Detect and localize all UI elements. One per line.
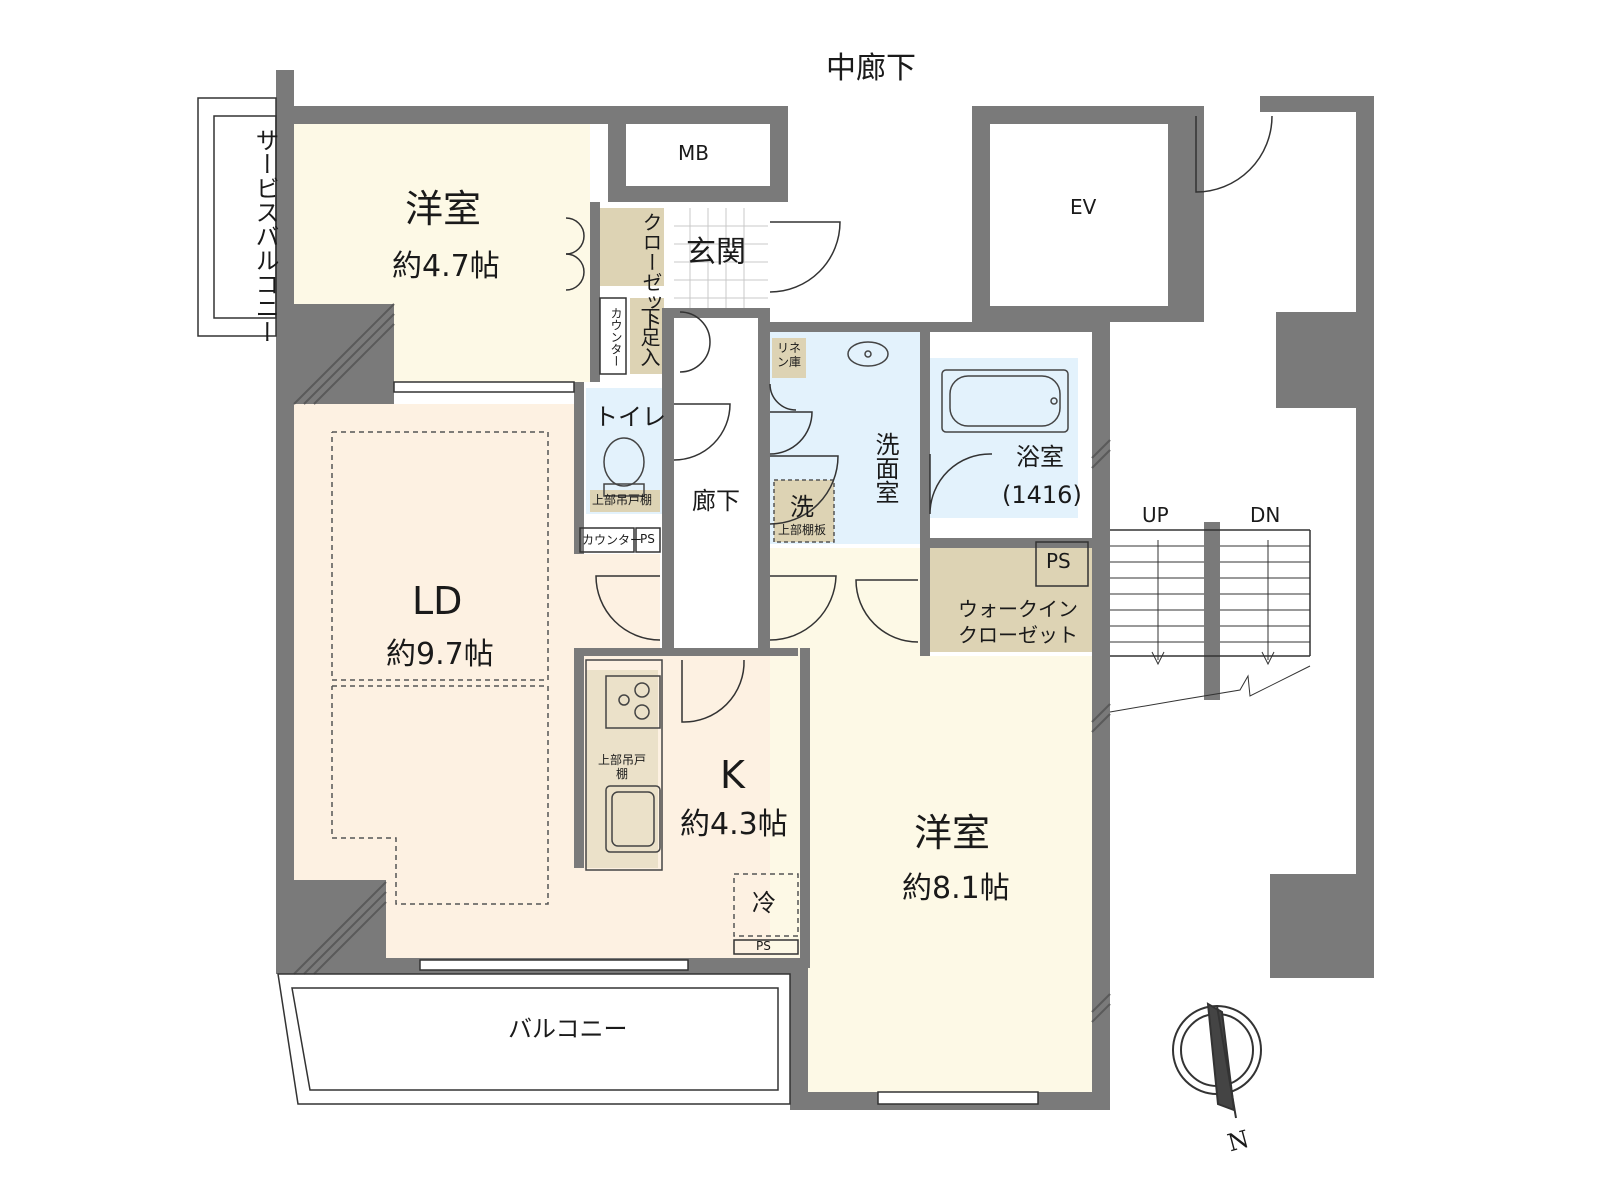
entrance-tile-grid [674,208,768,308]
kitchen-shelf-fill [586,670,658,868]
kitchen-name: K [720,753,745,797]
corridor-top-label: 中廊下 [826,51,916,86]
closet-label: クローゼット [639,212,663,332]
bath-name: 浴室 [1016,443,1064,471]
western-room-2-area: 約8.1帖 [902,871,1010,906]
washer-label: 洗 [790,493,814,521]
hallway-label: 廊下 [692,487,740,515]
ev-label: EV [1070,195,1097,219]
kitchen-area: 約4.3帖 [680,807,788,842]
walkin-label-line2: クローゼット [958,623,1078,647]
washer-shelf-label: 上部棚板 [778,523,827,537]
bath-fill [930,358,1078,518]
sink-icon [847,341,889,367]
stove-icon [605,675,661,729]
bathtub-icon [941,369,1069,433]
western-room-1-area: 約4.7帖 [392,249,500,284]
stairs-up-label: UP [1142,503,1169,527]
counter-2-label: カウンター [582,533,643,547]
toilet-icon [603,437,645,497]
western-room-2-name: 洋室 [914,811,991,855]
balcony-label: バルコニー [508,1015,628,1043]
compass-icon [1172,1002,1262,1119]
counter-1-label: カウンター [609,307,623,367]
closet-fill [598,208,664,286]
fridge-label: 冷 [752,889,776,917]
linen-label: リネン庫 [776,341,801,369]
outlines [197,97,1311,1105]
western-room-2-fill [770,548,1092,1092]
shoebox-label: 下足入 [637,307,661,367]
walkin-label-line1: ウォークイン [958,597,1078,621]
kitchen-sink-icon [605,785,661,853]
linen-fill [772,338,806,378]
shoebox-fill [630,298,664,374]
bath-size: (1416) [1002,481,1082,509]
entrance-label: 玄関 [686,235,746,270]
ps-2-label: PS [1046,549,1071,573]
wall-hatching [293,303,1111,1023]
ld-fill [294,404,574,958]
ps-3-label: PS [756,939,771,953]
western-room-1-name: 洋室 [405,187,482,231]
mb-label: MB [678,141,709,165]
kitchen-shelf-label: 上部吊戸棚 [597,753,646,781]
walkin-fill [928,538,1092,652]
toilet-shelf-label: 上部吊戸棚 [592,493,653,507]
walls [276,70,1374,1110]
washer-fill [774,480,834,542]
stairs-icon [1109,540,1311,713]
stairs-down-label: DN [1250,503,1281,527]
ps-1-label: PS [640,532,655,546]
ld-area: 約9.7帖 [386,637,494,672]
service-balcony-label: サービスバルコニー [251,128,279,344]
washroom-label: 洗面室 [871,432,899,504]
toilet-label: トイレ [594,403,666,431]
door-swing-icon [565,115,1273,723]
ld-name: LD [412,579,463,623]
